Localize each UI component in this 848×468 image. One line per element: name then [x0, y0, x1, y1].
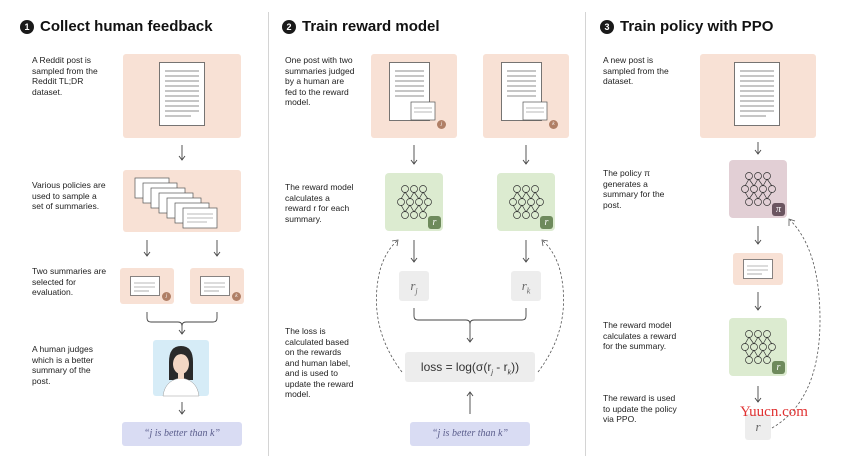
reward-model-box-k: r	[497, 173, 555, 231]
loss-subscript-k: k	[507, 369, 512, 377]
step2-description-1: One post with two summaries judged by a …	[285, 55, 355, 107]
reward-badge: r	[540, 216, 553, 229]
reward-model-box-j: r	[385, 173, 443, 231]
summary-j-box: j	[120, 268, 174, 304]
document-icon	[389, 62, 436, 121]
step1-description-1: A Reddit post is sampled from the Reddit…	[32, 55, 98, 97]
step-title-3: Train policy with PPO	[620, 18, 774, 35]
section-divider-1	[268, 12, 269, 456]
neural-network-icon	[397, 185, 432, 219]
reward-model-box: r	[729, 318, 787, 376]
document-icon	[734, 62, 780, 126]
reward-j-box: rj	[399, 271, 429, 301]
policy-badge: π	[772, 203, 785, 216]
generated-summary-box	[733, 253, 783, 285]
reward-badge: r	[428, 216, 441, 229]
step-title-2: Train reward model	[302, 18, 440, 35]
summary-k-label: k	[232, 292, 241, 301]
human-judgement-label: “j is better than k”	[122, 422, 242, 446]
neural-network-icon	[741, 330, 776, 364]
policy-model-box: π	[729, 160, 787, 218]
step-number-3: 3	[600, 20, 614, 34]
step-number-2: 2	[282, 20, 296, 34]
step-title-1: Collect human feedback	[40, 18, 213, 35]
post-with-summary-k-box: k	[483, 54, 569, 138]
loss-formula-box: loss = log(σ(rj - rk))	[405, 352, 535, 382]
post-with-summary-j-box: j	[371, 54, 457, 138]
document-icon	[501, 62, 548, 121]
reward-badge: r	[772, 361, 785, 374]
step1-description-3: Two summaries are selected for evaluatio…	[32, 266, 107, 297]
step2-description-3: The loss is calculated based on the rewa…	[285, 326, 354, 399]
step1-description-2: Various policies are used to sample a se…	[32, 180, 106, 211]
human-judgement-label: “j is better than k”	[410, 422, 530, 446]
summary-icon	[130, 276, 160, 296]
document-icon	[159, 62, 205, 126]
step-number-1: 1	[20, 20, 34, 34]
reward-k-box: rk	[511, 271, 541, 301]
reward-k-subscript: k	[526, 286, 531, 296]
person-icon	[162, 346, 200, 397]
summary-k-label: k	[549, 120, 558, 129]
reward-k-symbol: r	[521, 278, 527, 293]
step3-description-4: The reward is used to update the policy …	[603, 393, 677, 424]
reward-j-subscript: j	[415, 286, 418, 296]
stacked-summaries-icon	[134, 177, 218, 229]
sampled-summaries-box	[123, 170, 241, 232]
summary-j-label: j	[437, 120, 446, 129]
section1-arrows	[143, 145, 221, 415]
reward-j-symbol: r	[410, 278, 416, 293]
section-divider-2	[585, 12, 586, 456]
neural-network-icon	[741, 172, 776, 206]
step1-description-4: A human judges which is a better summary…	[32, 344, 94, 386]
loss-suffix: ))	[511, 360, 520, 374]
summary-icon	[743, 259, 773, 279]
summary-icon	[200, 276, 230, 296]
human-judge-box	[153, 340, 209, 397]
loss-prefix: loss = log(σ(r	[420, 360, 492, 374]
loss-subscript-j: j	[491, 369, 493, 377]
new-post-box	[700, 54, 816, 138]
reward-value-box: r	[745, 414, 771, 440]
summary-j-label: j	[162, 292, 171, 301]
step3-description-1: A new post is sampled from the dataset.	[603, 55, 669, 86]
step3-description-3: The reward model calculates a reward for…	[603, 320, 677, 351]
loss-mid: - r	[492, 360, 508, 374]
step2-description-2: The reward model calculates a reward r f…	[285, 182, 354, 224]
step3-description-2: The policy π generates a summary for the…	[603, 168, 665, 210]
reddit-post-box	[123, 54, 241, 138]
watermark-text: Yuucn.com	[740, 404, 808, 420]
neural-network-icon	[509, 185, 544, 219]
summary-k-box: k	[190, 268, 244, 304]
